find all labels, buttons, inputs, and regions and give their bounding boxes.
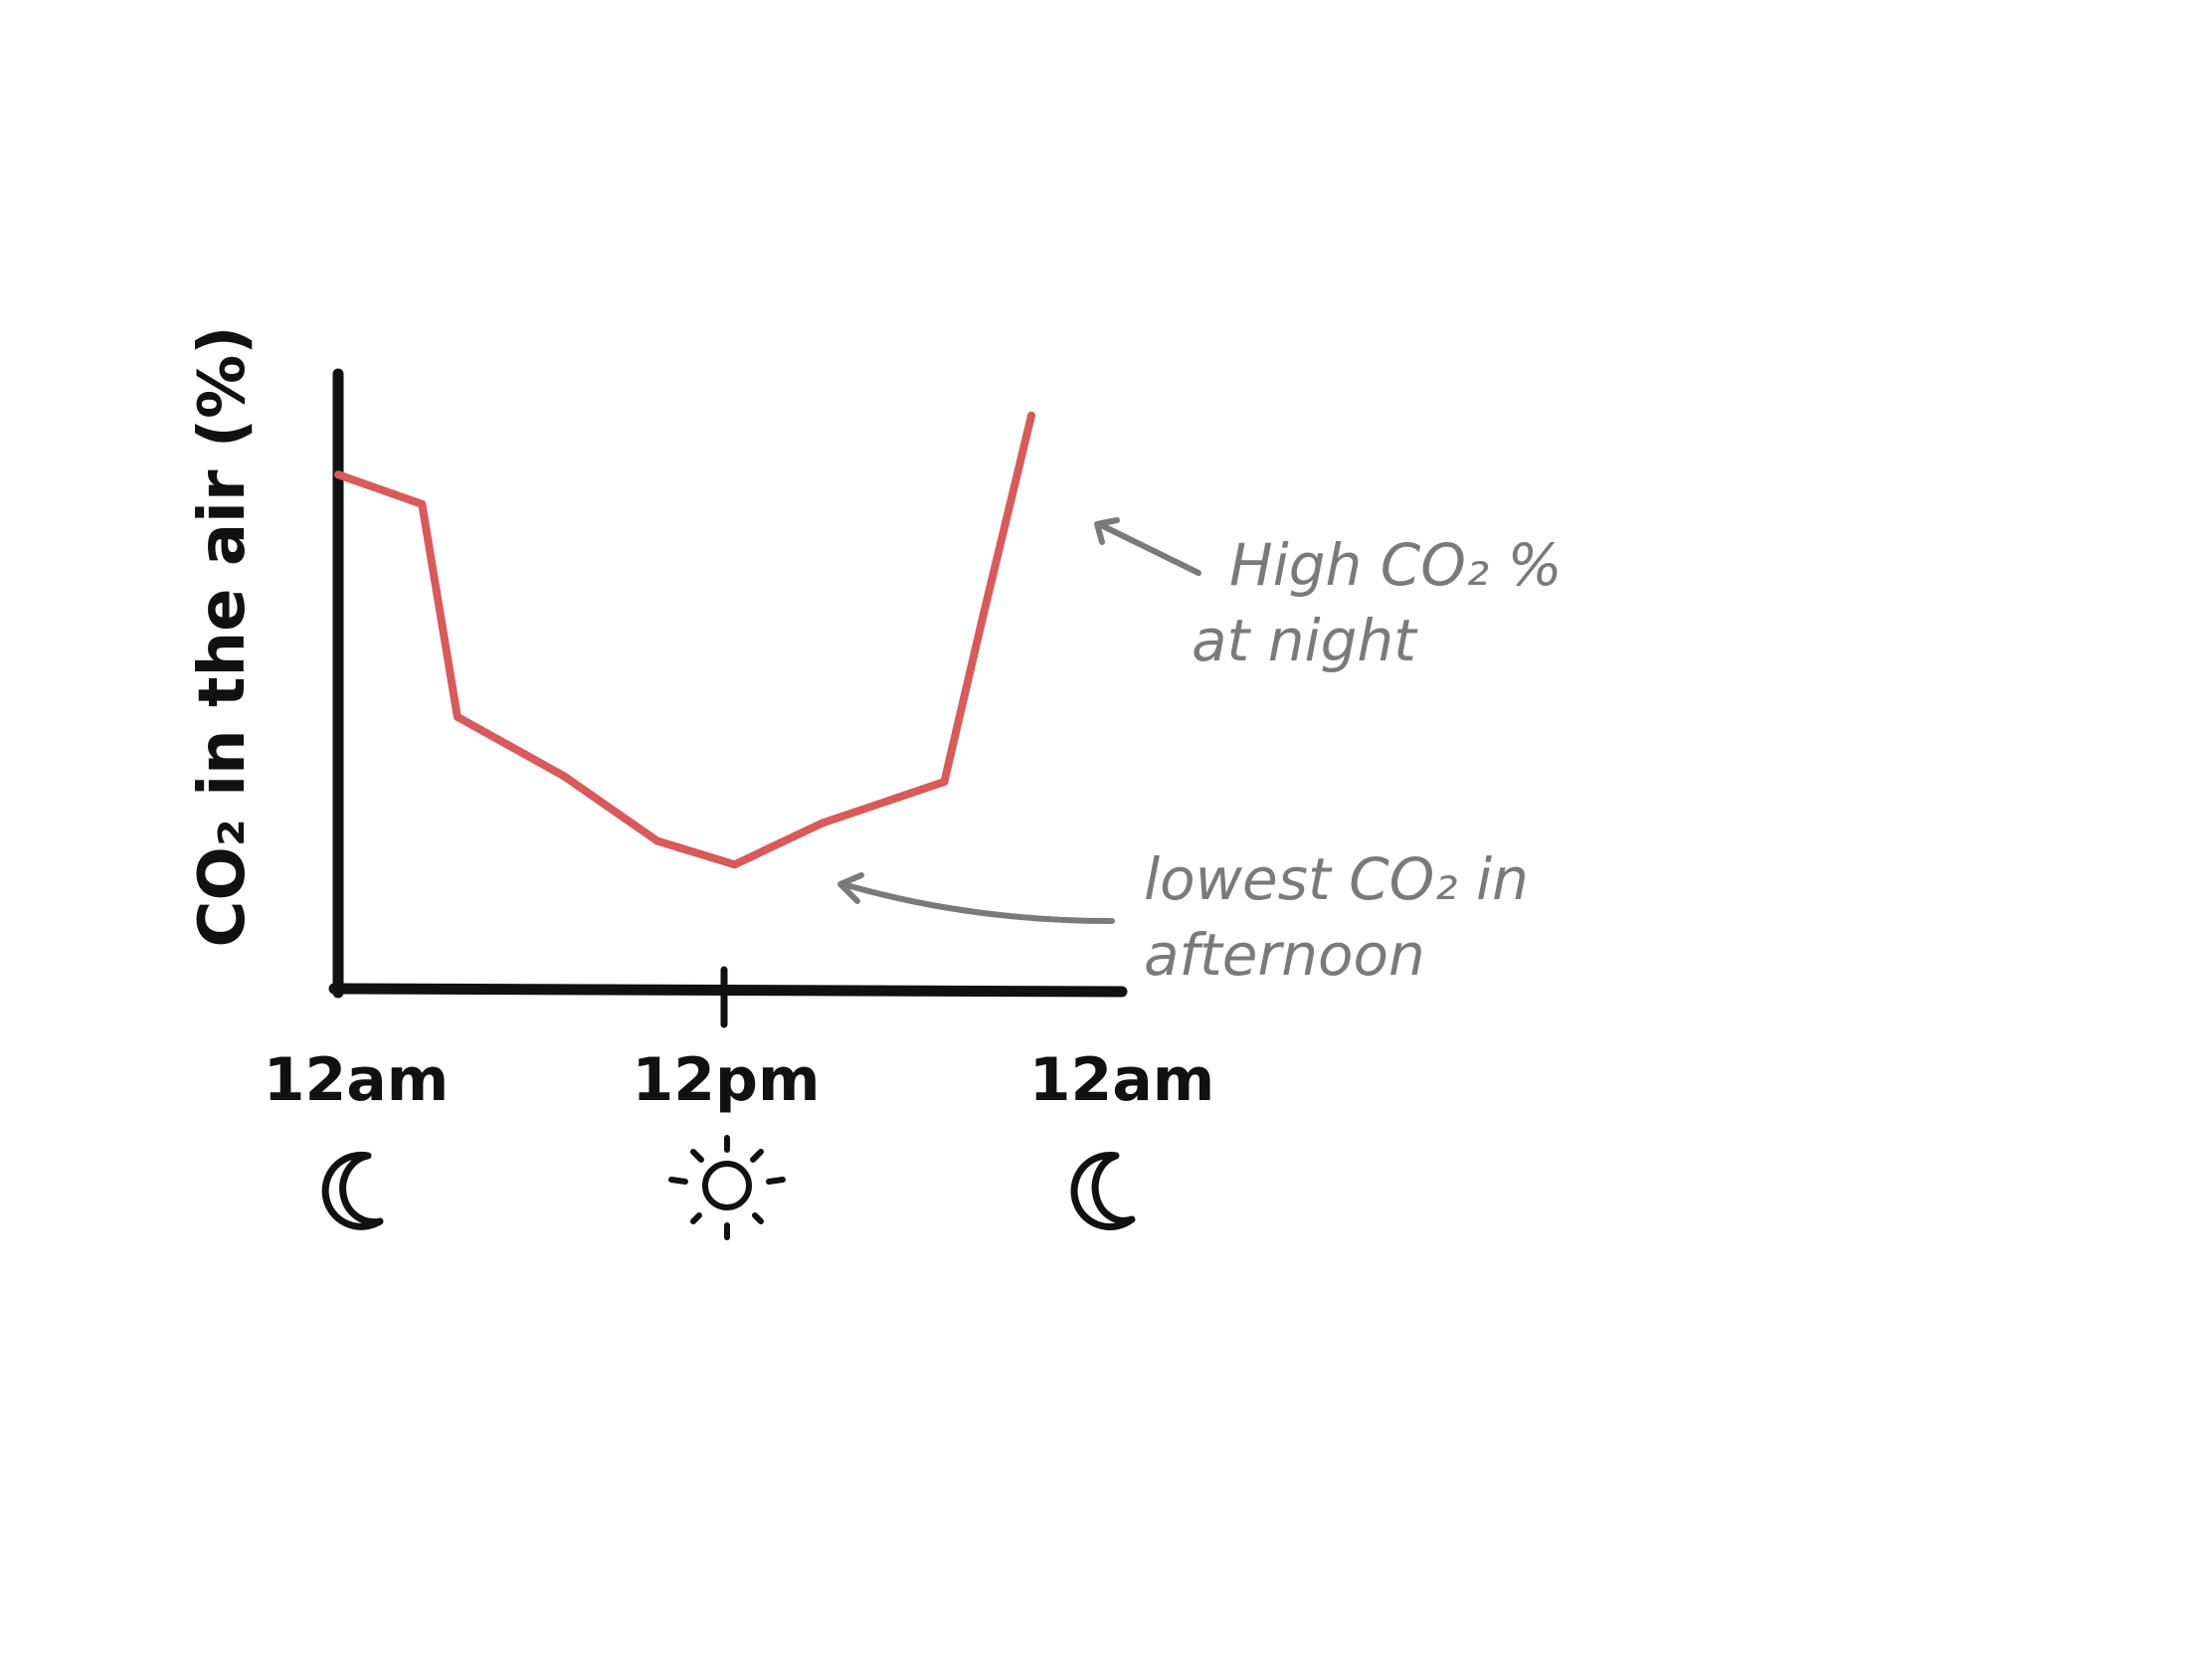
x-tick-label-0: 12am <box>264 1045 450 1115</box>
data-point-2 <box>453 712 461 721</box>
annotation-night-line-1: High CO₂ % <box>1229 531 1563 599</box>
moon-icon <box>321 1151 384 1230</box>
data-point-0 <box>334 470 342 479</box>
data-point-3 <box>559 772 568 781</box>
sun-icon <box>668 1135 786 1240</box>
series-points <box>334 411 1035 869</box>
data-point-4 <box>652 836 661 845</box>
data-point-1 <box>418 499 427 508</box>
annotation-night-line-2: at night <box>1192 607 1418 674</box>
data-point-7 <box>940 778 949 787</box>
x-axis <box>328 983 1128 998</box>
data-point-8 <box>979 612 988 621</box>
x-tick-label-2: 12am <box>1029 1045 1215 1115</box>
data-point-5 <box>730 860 739 869</box>
annotation-afternoon-line-2: afternoon <box>1144 921 1425 989</box>
data-point-6 <box>818 819 827 828</box>
annotation-afternoon-line-1: lowest CO₂ in <box>1144 845 1529 913</box>
data-point-9 <box>1027 411 1035 420</box>
y-axis-label: CO₂ in the air (%) <box>186 326 260 948</box>
moon-icon <box>1070 1152 1136 1230</box>
x-tick-label-1: 12pm <box>633 1045 821 1115</box>
annotation-night-arrow <box>1094 517 1201 576</box>
series-line-co2 <box>334 411 1035 869</box>
annotation-afternoon-arrow <box>837 872 1115 924</box>
